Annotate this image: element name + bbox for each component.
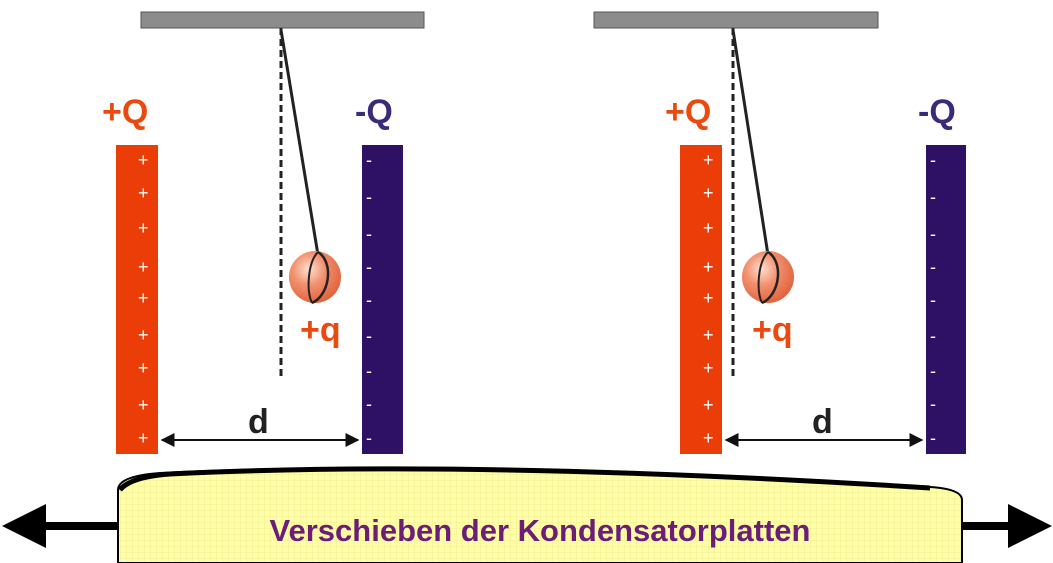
plus-sign: + [703, 218, 714, 238]
minus-sign: - [366, 187, 372, 207]
pendulum-string [731, 29, 770, 256]
right-panel: + + + + + + + + + - - - - - - - - - +Q -… [593, 11, 966, 454]
distance-label: d [812, 403, 833, 441]
minus-sign: - [366, 150, 372, 170]
minus-sign: - [930, 257, 936, 277]
ceiling-bar [593, 11, 879, 29]
distance-label: d [248, 403, 269, 441]
positive-plate-label: +Q [665, 93, 711, 131]
plus-sign: + [138, 358, 149, 378]
right-arrow-head-icon [1008, 504, 1052, 548]
positive-plate-label: +Q [102, 93, 148, 131]
minus-sign: - [930, 290, 936, 310]
negative-plate-label: -Q [918, 93, 956, 131]
minus-sign: - [366, 257, 372, 277]
minus-sign: - [930, 326, 936, 346]
plus-sign: + [703, 288, 714, 308]
positive-plate [680, 145, 722, 454]
plus-sign: + [138, 150, 149, 170]
minus-sign: - [930, 361, 936, 381]
positive-plate [116, 145, 158, 454]
banner-caption: Verschieben der Kondensatorplatten [270, 513, 811, 548]
charged-ball [289, 250, 341, 305]
plus-sign: + [703, 395, 714, 415]
negative-plate [362, 145, 403, 454]
negative-signs: - - - - - - - - - [366, 150, 372, 448]
plus-sign: + [138, 395, 149, 415]
plus-sign: + [703, 358, 714, 378]
plus-sign: + [703, 257, 714, 277]
minus-sign: - [366, 394, 372, 414]
ball-charge-label: +q [752, 311, 793, 349]
plus-sign: + [703, 325, 714, 345]
minus-sign: - [366, 224, 372, 244]
negative-plate [926, 145, 966, 454]
minus-sign: - [930, 428, 936, 448]
positive-signs: + + + + + + + + + [138, 150, 149, 448]
left-arrow-head-icon [2, 504, 46, 548]
minus-sign: - [366, 361, 372, 381]
minus-sign: - [930, 394, 936, 414]
bottom-banner: Verschieben der Kondensatorplatten [2, 466, 1052, 563]
minus-sign: - [366, 326, 372, 346]
plus-sign: + [138, 288, 149, 308]
plus-sign: + [703, 150, 714, 170]
positive-signs: + + + + + + + + + [703, 150, 714, 448]
minus-sign: - [366, 290, 372, 310]
plus-sign: + [703, 428, 714, 448]
plus-sign: + [138, 257, 149, 277]
minus-sign: - [930, 224, 936, 244]
banner-top-edge [118, 466, 931, 492]
charged-ball [742, 250, 794, 305]
plus-sign: + [138, 183, 149, 203]
plus-sign: + [138, 218, 149, 238]
plus-sign: + [703, 183, 714, 203]
plus-sign: + [138, 428, 149, 448]
negative-signs: - - - - - - - - - [930, 150, 936, 448]
minus-sign: - [930, 150, 936, 170]
ball-charge-label: +q [300, 311, 341, 349]
pendulum-string [279, 29, 320, 256]
minus-sign: - [366, 428, 372, 448]
plus-sign: + [138, 325, 149, 345]
negative-plate-label: -Q [355, 93, 393, 131]
ceiling-bar [140, 11, 425, 29]
minus-sign: - [930, 187, 936, 207]
left-panel: + + + + + + + + + - - - - - - - - - +Q -… [102, 11, 425, 454]
